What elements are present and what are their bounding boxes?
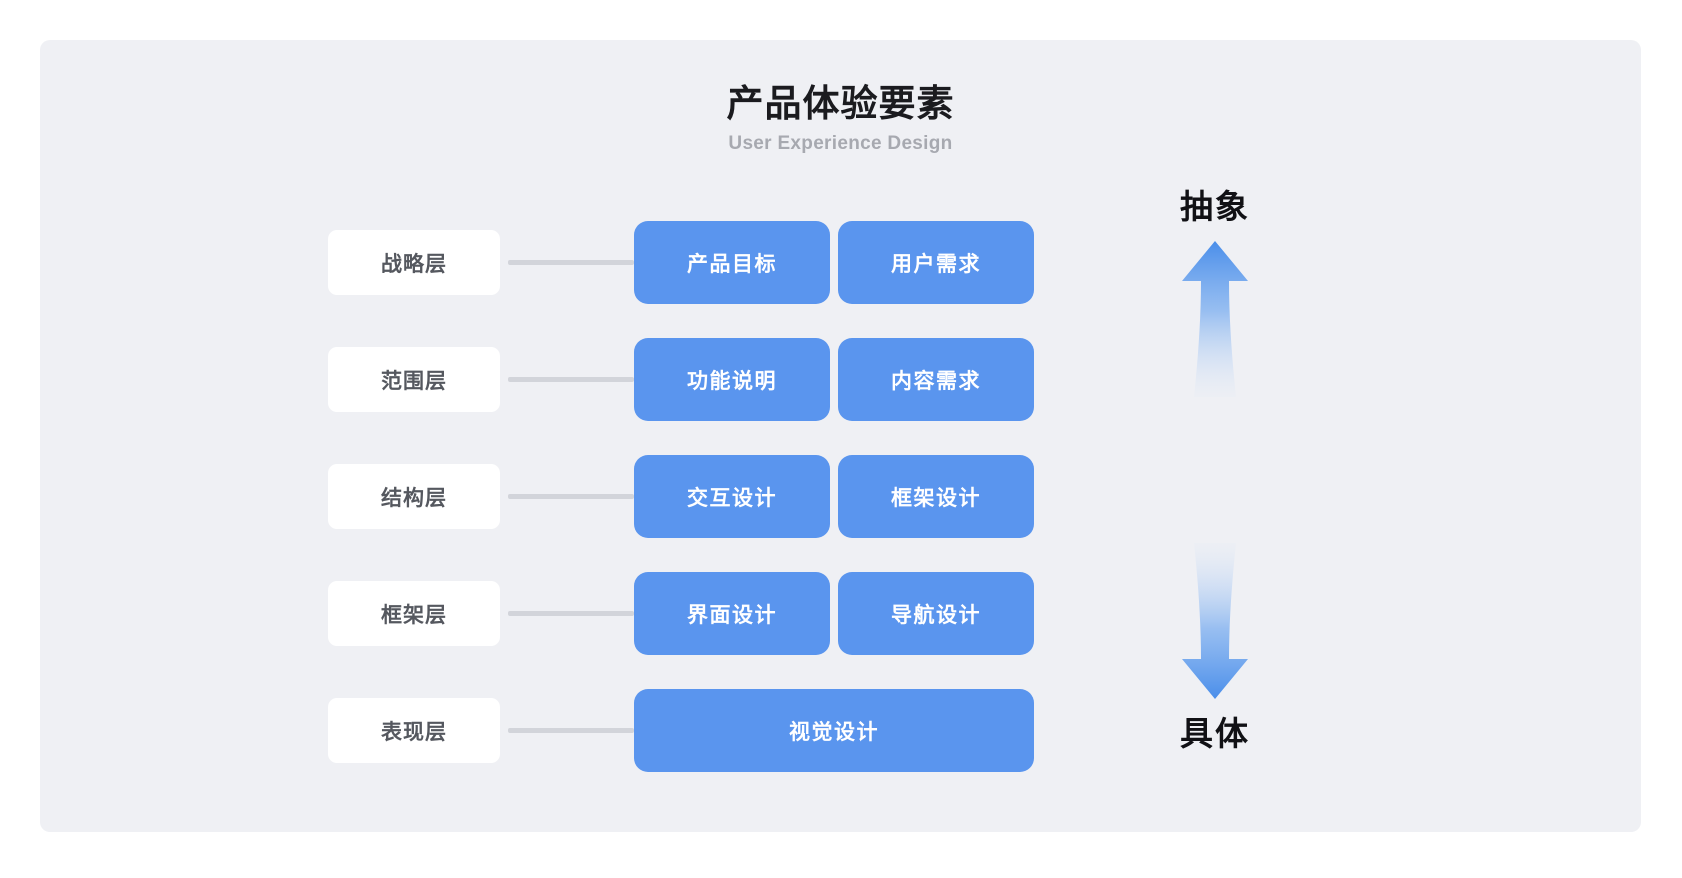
layer-chip-skeleton[interactable]: 框架层 [328, 581, 500, 646]
layer-chip-structure[interactable]: 结构层 [328, 464, 500, 529]
layer-chip-surface[interactable]: 表现层 [328, 698, 500, 763]
axis-label-abstract: 抽象 [1180, 188, 1250, 225]
connector-line [508, 611, 634, 616]
layer-cards: 功能说明 内容需求 [634, 338, 1034, 421]
page-subtitle: User Experience Design [728, 133, 953, 155]
layer-cards: 界面设计 导航设计 [634, 572, 1034, 655]
layer-cards: 产品目标 用户需求 [634, 221, 1034, 304]
card-content-needs[interactable]: 内容需求 [838, 338, 1034, 421]
connector-line [508, 494, 634, 499]
card-interaction-design[interactable]: 交互设计 [634, 455, 830, 538]
layer-row: 范围层 功能说明 内容需求 [40, 325, 1641, 434]
abstraction-axis: 抽象 [1100, 190, 1330, 750]
axis-label-concrete: 具体 [1180, 715, 1250, 753]
layer-row: 结构层 交互设计 框架设计 [40, 442, 1641, 551]
arrow-down-icon [1182, 543, 1248, 700]
card-framework-design[interactable]: 框架设计 [838, 455, 1034, 538]
layer-row: 战略层 产品目标 用户需求 [40, 208, 1641, 317]
card-navigation-design[interactable]: 导航设计 [838, 572, 1034, 655]
card-product-goal[interactable]: 产品目标 [634, 221, 830, 304]
card-user-needs[interactable]: 用户需求 [838, 221, 1034, 304]
diagram-header: 产品体验要素 User Experience Design [40, 80, 1641, 155]
arrow-up-wrap [1178, 223, 1252, 397]
layer-chip-scope[interactable]: 范围层 [328, 347, 500, 412]
connector-line [508, 377, 634, 382]
card-function-spec[interactable]: 功能说明 [634, 338, 830, 421]
layer-cards: 视觉设计 [634, 689, 1034, 772]
arrow-up-icon [1182, 241, 1248, 397]
arrow-down-wrap [1178, 543, 1252, 717]
layer-cards: 交互设计 框架设计 [634, 455, 1034, 538]
layers-list: 战略层 产品目标 用户需求 范围层 功能说明 内容需求 结构层 交互设计 框架设… [40, 208, 1641, 785]
layer-row: 框架层 界面设计 导航设计 [40, 559, 1641, 668]
card-visual-design[interactable]: 视觉设计 [634, 689, 1034, 772]
connector-line [508, 260, 634, 265]
card-interface-design[interactable]: 界面设计 [634, 572, 830, 655]
page-title: 产品体验要素 [726, 83, 955, 124]
connector-line [508, 728, 634, 733]
diagram-board: 产品体验要素 User Experience Design 战略层 产品目标 用… [40, 40, 1641, 832]
layer-chip-strategy[interactable]: 战略层 [328, 230, 500, 295]
layer-row: 表现层 视觉设计 [40, 676, 1641, 785]
